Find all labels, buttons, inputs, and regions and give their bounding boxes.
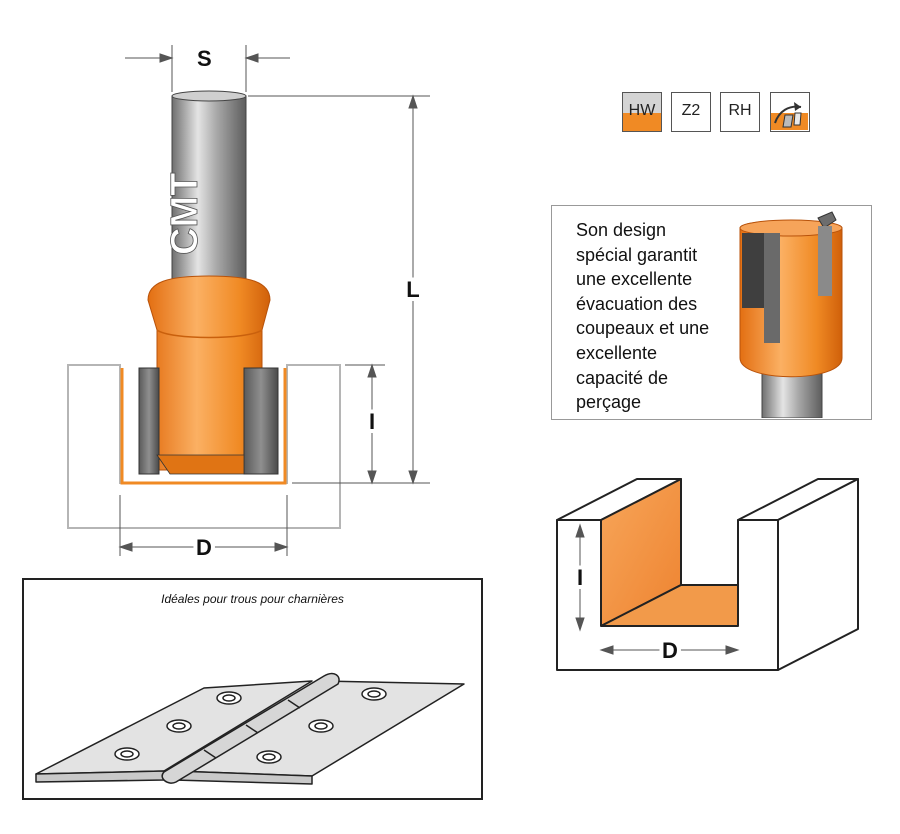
badge-rh-label: RH: [728, 102, 752, 119]
info-line: spécial garantit: [576, 244, 698, 265]
hinge-caption: Idéales pour trous pour charnières: [161, 592, 344, 606]
groove-dimension-i-label: I: [577, 565, 583, 590]
info-text: Son design spécial garantit une excellen…: [576, 218, 746, 415]
info-box: Son design spécial garantit une excellen…: [551, 205, 872, 420]
dimension-s-label: S: [197, 46, 212, 71]
dimension-d-label: D: [196, 535, 212, 560]
badge-rh: RH: [720, 92, 760, 132]
dimension-s: [125, 45, 290, 92]
workpiece-outline: [67, 364, 341, 529]
groove-dimension-d-label: D: [662, 638, 678, 663]
info-line: coupeaux et une: [576, 318, 710, 339]
cutting-blades: [138, 367, 279, 475]
dimension-i-label: I: [369, 409, 375, 434]
info-line: capacité de: [576, 367, 669, 388]
hinge-illustration-box: Idéales pour trous pour charnières: [22, 578, 483, 800]
badge-z2-label: Z2: [681, 102, 701, 119]
groove-dimension-i: [575, 523, 585, 632]
shank: [171, 90, 247, 287]
info-line: une excellente: [576, 269, 693, 290]
dimension-l: [248, 94, 430, 485]
hinge-illustration: [35, 672, 465, 785]
dimension-i: [345, 363, 385, 485]
groove-block: [556, 478, 859, 671]
cutter-body: [147, 275, 271, 471]
dimension-l-label: L: [406, 277, 419, 302]
info-line: excellente: [576, 342, 658, 363]
badge-z2: Z2: [671, 92, 711, 132]
info-line: évacuation des: [576, 293, 698, 314]
info-line: Son design: [576, 220, 667, 240]
cutter-detail-image: [739, 211, 843, 418]
badge-hw-label: HW: [628, 102, 656, 119]
rotation-direction-icon: [770, 92, 810, 132]
dimension-d: [118, 495, 289, 556]
badge-hw: HW: [622, 92, 662, 132]
info-line: perçage: [576, 392, 642, 413]
groove-dimension-d: [599, 645, 740, 655]
shank-brand: CMT: [164, 173, 206, 255]
